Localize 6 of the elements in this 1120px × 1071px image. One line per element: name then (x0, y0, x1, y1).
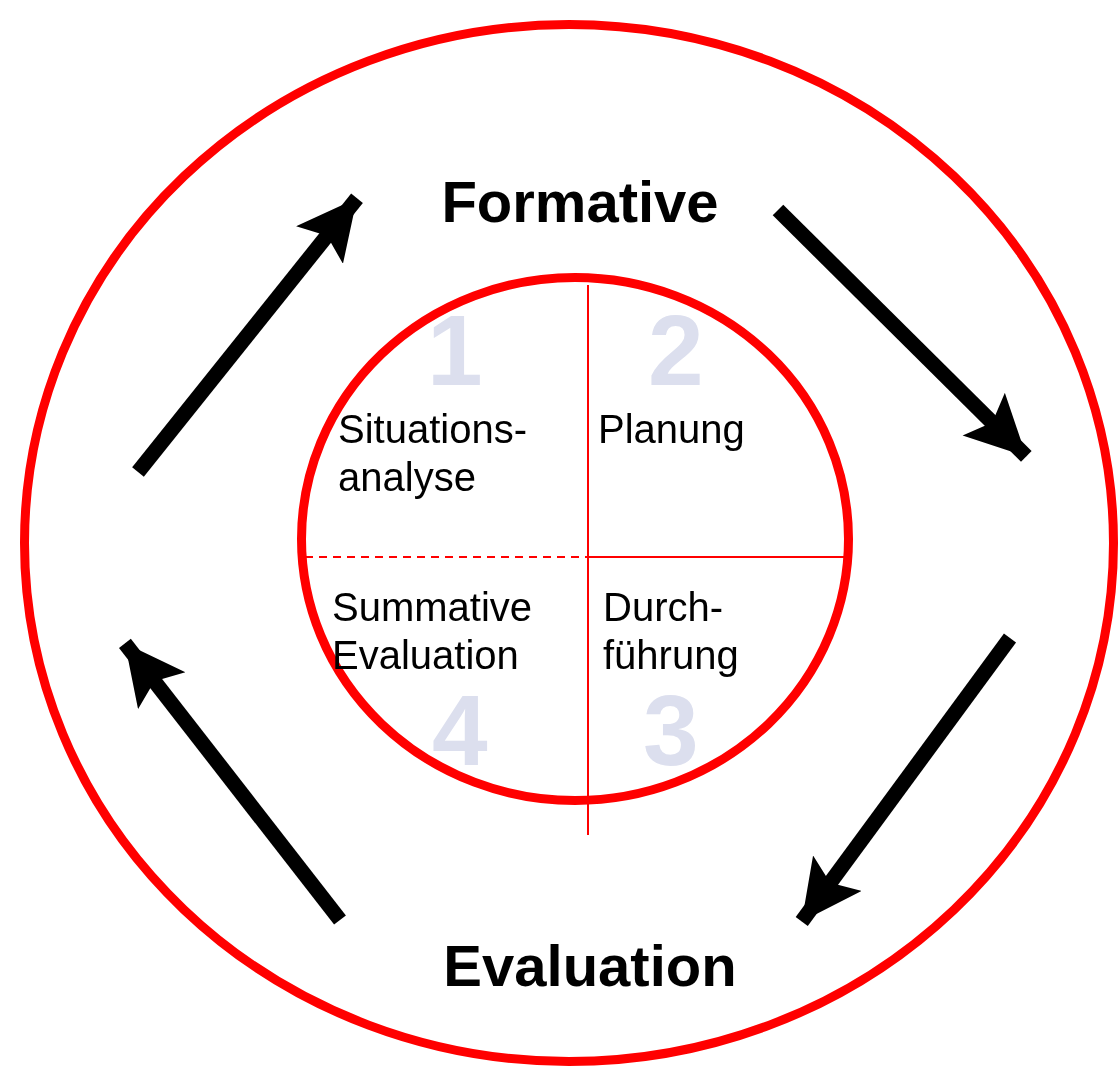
cycle-heading: Evaluation (443, 932, 737, 999)
phase-label: Situations- analyse (338, 406, 528, 501)
phase-label: Summative Evaluation (332, 584, 534, 679)
phase-label: Durch- führung (603, 584, 740, 679)
cycle-heading: Formative (441, 168, 719, 235)
phase-label: Planung (598, 406, 746, 453)
